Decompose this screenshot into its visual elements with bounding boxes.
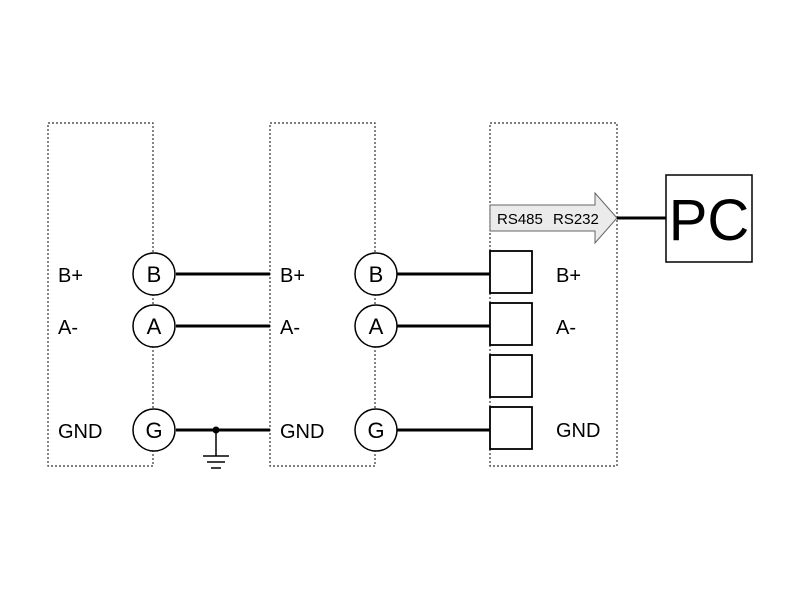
device-2-label-b: B+ [280, 265, 305, 287]
device-2-label-a: A- [280, 317, 300, 339]
pc-label: PC [669, 188, 750, 253]
device-1-terminal-b-label: B [147, 262, 162, 287]
device-2-terminal-g [354, 408, 398, 452]
device-2-terminal-a [354, 304, 398, 348]
device-1-label-a: A- [58, 317, 78, 339]
device-2-terminal-g-label: G [367, 418, 384, 443]
device-2-box [269, 122, 376, 467]
device-1-terminal-b [132, 252, 176, 296]
conversion-arrow [489, 191, 618, 245]
pc-box [665, 174, 753, 263]
converter-label-gnd: GND [556, 420, 600, 442]
arrow-from-label: RS485 [497, 211, 543, 228]
device-2-terminal-b [354, 252, 398, 296]
ground-icon [203, 426, 229, 469]
converter-label-a: A- [556, 317, 576, 339]
device-1-terminal-g-label: G [145, 418, 162, 443]
device-1-terminal-a-label: A [147, 314, 162, 339]
device-1-terminal-g [132, 408, 176, 452]
device-2-terminal-b-label: B [369, 262, 384, 287]
converter-terminal-b [489, 250, 533, 294]
converter-terminal-unused [489, 354, 533, 398]
device-1-label-gnd: GND [58, 421, 102, 443]
device-2-label-gnd: GND [280, 421, 324, 443]
device-1-label-b: B+ [58, 265, 83, 287]
converter-box [489, 122, 618, 467]
device-1-box [47, 122, 154, 467]
converter-label-b: B+ [556, 265, 581, 287]
converter-terminal-gnd [489, 406, 533, 450]
device-1-terminal-a [132, 304, 176, 348]
converter-terminal-a [489, 302, 533, 346]
device-2-terminal-a-label: A [369, 314, 384, 339]
arrow-to-label: RS232 [553, 211, 599, 228]
